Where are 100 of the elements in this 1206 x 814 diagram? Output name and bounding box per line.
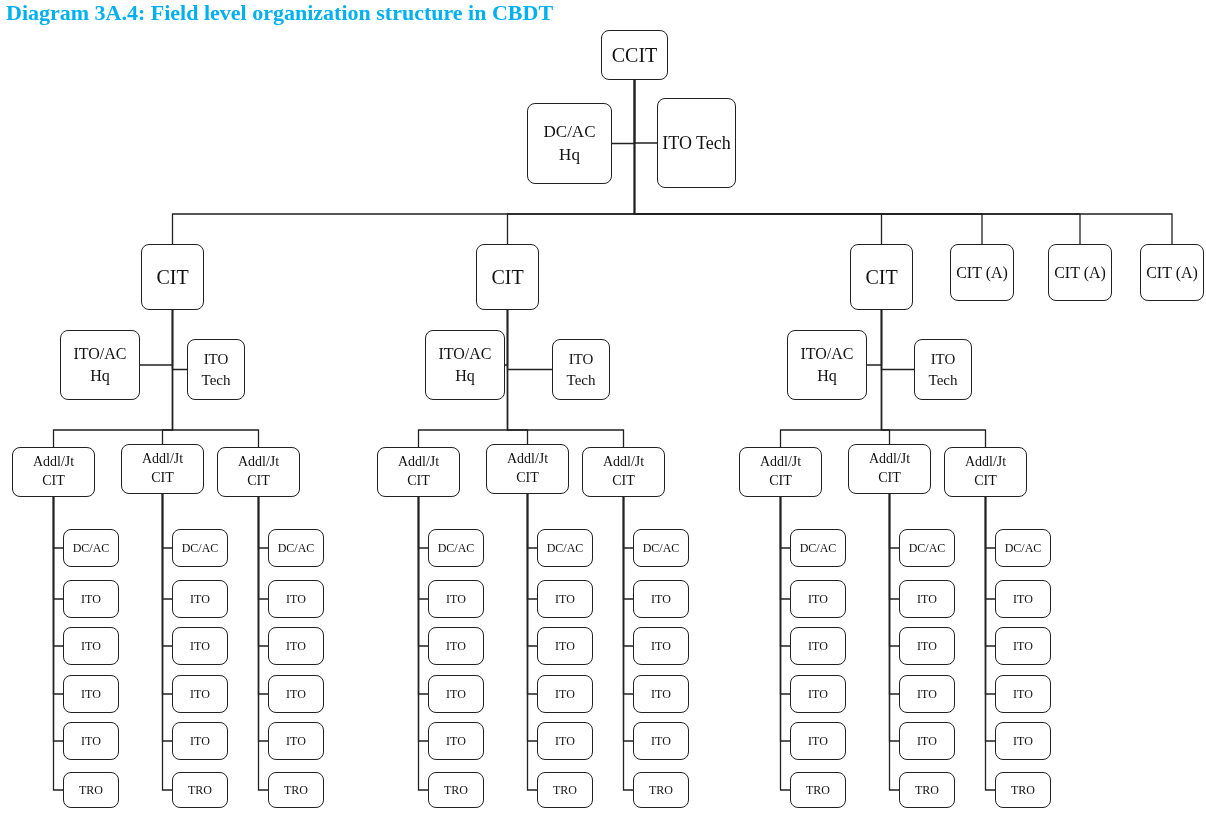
position-label: ITO: [190, 637, 210, 655]
org-box: [187, 339, 245, 400]
org-box: [537, 529, 593, 567]
position-label: DC/AC: [72, 539, 110, 557]
position-label: TRO: [915, 781, 939, 799]
position-label: ITO: [1013, 590, 1033, 608]
org-box: [790, 529, 846, 567]
connector-line: [417, 496, 429, 791]
org-box: [268, 627, 324, 665]
position-label: ITO: [651, 590, 671, 608]
org-box: [995, 772, 1051, 808]
connector-line: [622, 496, 634, 791]
org-box: [12, 447, 95, 497]
org-box: [268, 529, 324, 567]
org-box: [995, 675, 1051, 713]
position-label: DC/AC Hq: [542, 120, 597, 166]
org-box: [63, 675, 119, 713]
org-box: [914, 339, 972, 400]
position-label: ITO: [651, 685, 671, 703]
position-label: ITO: [286, 590, 306, 608]
position-label: ITO: [917, 732, 937, 750]
org-box: [944, 447, 1027, 497]
connector-line: [161, 493, 173, 791]
position-label: ITO: [81, 590, 101, 608]
position-label: DC/AC: [181, 539, 219, 557]
org-box: [121, 444, 204, 494]
position-label: TRO: [1011, 781, 1035, 799]
org-box: [995, 722, 1051, 760]
org-box: [268, 580, 324, 618]
org-box: [63, 722, 119, 760]
org-box: [1048, 244, 1112, 301]
org-box: [486, 444, 569, 494]
org-box: [995, 529, 1051, 567]
position-label: DC/AC: [277, 539, 315, 557]
position-label: DC/AC: [799, 539, 837, 557]
diagram-title: Diagram 3A.4: Field level organization structure in CBDT: [6, 0, 554, 26]
position-label: CIT: [156, 264, 189, 290]
position-label: Addl/Jt CIT: [601, 453, 646, 490]
org-box: [377, 447, 460, 497]
position-label: CIT (A): [956, 262, 1008, 284]
org-box: [172, 772, 228, 808]
org-box: [790, 772, 846, 808]
org-box: [633, 627, 689, 665]
org-box: [268, 772, 324, 808]
position-label: ITO: [555, 590, 575, 608]
position-label: TRO: [79, 781, 103, 799]
org-box: [172, 675, 228, 713]
org-box: [582, 447, 665, 497]
connector-line: [526, 493, 538, 791]
position-label: ITO/AC Hq: [73, 344, 127, 387]
position-label: ITO: [651, 732, 671, 750]
org-box: [657, 98, 736, 188]
org-box: [601, 30, 668, 80]
position-label: DC/AC: [546, 539, 584, 557]
org-box: [899, 529, 955, 567]
position-label: ITO Tech: [565, 350, 597, 390]
position-label: ITO: [555, 685, 575, 703]
org-box: [899, 580, 955, 618]
position-label: ITO: [446, 590, 466, 608]
position-label: CIT (A): [1054, 262, 1106, 284]
position-label: ITO/AC Hq: [438, 344, 492, 387]
position-label: ITO: [1013, 732, 1033, 750]
org-box: [63, 529, 119, 567]
connector-line: [779, 496, 791, 791]
position-label: ITO: [286, 685, 306, 703]
connector-line: [880, 309, 987, 448]
org-box: [60, 330, 140, 400]
position-label: CIT: [865, 264, 898, 290]
position-label: ITO: [555, 637, 575, 655]
org-box: [552, 339, 610, 400]
position-label: ITO: [446, 685, 466, 703]
org-box: [527, 103, 612, 184]
org-box: [141, 244, 204, 310]
org-box: [995, 580, 1051, 618]
org-box: [428, 627, 484, 665]
org-box: [1140, 244, 1204, 301]
org-box: [172, 627, 228, 665]
org-box: [633, 580, 689, 618]
org-box: [172, 722, 228, 760]
position-label: ITO: [286, 732, 306, 750]
org-box: [633, 772, 689, 808]
position-label: ITO: [917, 685, 937, 703]
connector-line: [506, 309, 625, 448]
org-box: [787, 330, 867, 400]
org-box: [899, 722, 955, 760]
connector-line: [984, 496, 996, 791]
position-label: ITO: [81, 637, 101, 655]
position-label: CIT (A): [1146, 262, 1198, 284]
connector-line: [257, 496, 269, 791]
position-label: ITO Tech: [927, 350, 959, 390]
position-label: Addl/Jt CIT: [505, 450, 550, 487]
position-label: DC/AC: [642, 539, 680, 557]
org-box: [633, 675, 689, 713]
position-label: ITO: [81, 732, 101, 750]
org-box: [537, 627, 593, 665]
position-label: ITO: [917, 637, 937, 655]
position-label: ITO: [446, 637, 466, 655]
position-label: ITO: [446, 732, 466, 750]
position-label: CCIT: [611, 42, 658, 68]
org-box: [428, 580, 484, 618]
